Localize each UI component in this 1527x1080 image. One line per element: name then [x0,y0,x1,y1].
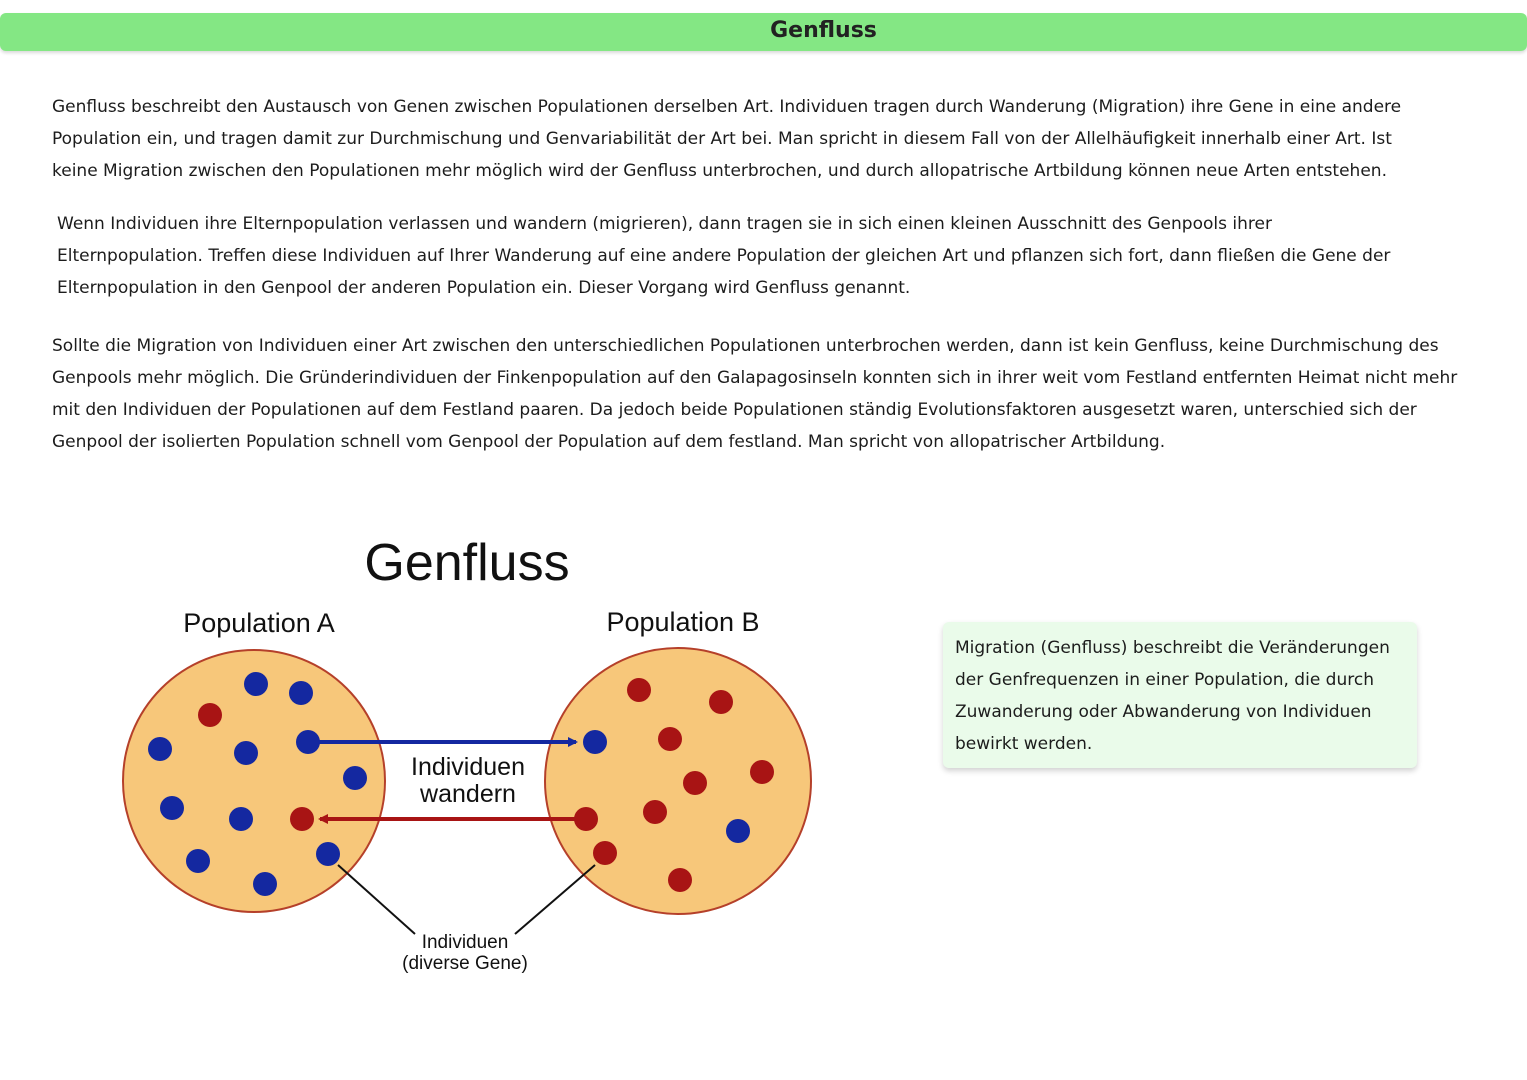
blue-individual [186,849,210,873]
blue-individual [289,681,313,705]
red-individual [593,841,617,865]
red-individual [683,771,707,795]
red-individual [198,703,222,727]
red-individual [290,807,314,831]
red-individual [658,727,682,751]
pointer-label-line2: (diverse Gene) [402,953,528,974]
pointer-line-b [514,864,596,935]
red-individual [627,678,651,702]
population-a-individuals [148,672,367,896]
blue-individual [244,672,268,696]
info-box-migration: Migration (Genfluss) beschreibt die Verä… [943,622,1417,768]
blue-individual [343,766,367,790]
paragraph-migration: Wenn Individuen ihre Elternpopulation ve… [57,214,1391,298]
population-b-individuals [574,678,774,892]
page-title: Genfluss [770,18,877,43]
blue-individual [583,730,607,754]
blue-individual [253,872,277,896]
red-individual [709,690,733,714]
arrow-label-line2: wandern [419,780,516,808]
red-individual [643,800,667,824]
pointer-line-a [337,864,416,935]
blue-individual [234,741,258,765]
blue-individual [229,807,253,831]
blue-individual [148,737,172,761]
pointer-label-line1: Individuen [422,932,509,953]
red-individual [750,760,774,784]
diagram-title: Genfluss [364,534,569,592]
blue-individual [160,796,184,820]
population-b-label: Population B [606,607,759,637]
blue-individual [726,819,750,843]
red-individual [668,868,692,892]
genfluss-diagram: Genfluss Population A Population B Indiv… [122,534,812,974]
population-a-label: Population A [183,608,335,638]
title-bar: Genfluss [0,13,1527,51]
paragraph-allopatric-speciation: Sollte die Migration von Individuen eine… [52,336,1458,452]
paragraph-genfluss-definition: Genfluss beschreibt den Austausch von Ge… [52,97,1402,181]
blue-individual [316,842,340,866]
arrow-label-line1: Individuen [411,753,525,781]
